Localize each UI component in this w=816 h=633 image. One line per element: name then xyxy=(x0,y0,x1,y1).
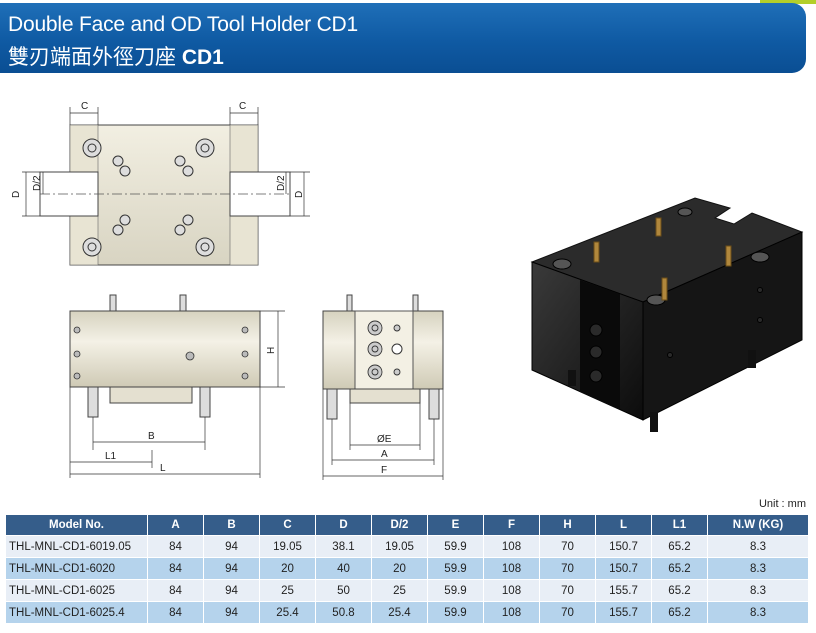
cell: 84 xyxy=(147,601,204,624)
product-render xyxy=(520,180,815,445)
front-view-drawing: H B L1 L xyxy=(50,290,300,485)
header-cell: E xyxy=(427,514,484,536)
side-view-drawing: ØE A F xyxy=(315,290,465,485)
header-cell: H xyxy=(539,514,596,536)
cell: 70 xyxy=(539,579,596,602)
cell: 59.9 xyxy=(427,557,484,580)
dim-h: H xyxy=(266,347,277,354)
dim-c-left: C xyxy=(81,101,88,112)
cell: 155.7 xyxy=(595,579,652,602)
dim-b: B xyxy=(148,431,155,442)
cell: 59.9 xyxy=(427,579,484,602)
dim-phi-e: ØE xyxy=(377,434,392,445)
cell: 20 xyxy=(259,557,316,580)
dim-c-right: C xyxy=(239,101,246,112)
title-banner: Double Face and OD Tool Holder CD1 雙刃端面外… xyxy=(0,3,806,73)
table-header-row: Model No. A B C D D/2 E F H L L1 N.W (KG… xyxy=(5,514,809,536)
cell: 70 xyxy=(539,557,596,580)
cell: 19.05 xyxy=(259,535,316,558)
spec-table: Model No. A B C D D/2 E F H L L1 N.W (KG… xyxy=(5,514,809,624)
cell: 65.2 xyxy=(651,601,708,624)
cell: 108 xyxy=(483,601,540,624)
header-cell: D xyxy=(315,514,372,536)
cell: THL-MNL-CD1-6019.05 xyxy=(5,535,148,558)
cell: 84 xyxy=(147,579,204,602)
header-cell: A xyxy=(147,514,204,536)
cell: 108 xyxy=(483,535,540,558)
dim-d-right: D xyxy=(294,191,305,198)
header-cell: L1 xyxy=(651,514,708,536)
cell: 25 xyxy=(259,579,316,602)
cell: 8.3 xyxy=(707,535,809,558)
cell: 84 xyxy=(147,535,204,558)
table-row: THL-MNL-CD1-6020 84 94 20 40 20 59.9 108… xyxy=(5,557,809,580)
dim-f: F xyxy=(381,465,387,476)
cell: 65.2 xyxy=(651,579,708,602)
cell: THL-MNL-CD1-6020 xyxy=(5,557,148,580)
cell: 94 xyxy=(203,601,260,624)
title-chinese: 雙刃端面外徑刀座 CD1 xyxy=(8,46,224,69)
cell: 108 xyxy=(483,557,540,580)
top-view-drawing: C C D D/2 D/2 D xyxy=(10,95,320,280)
header-cell: B xyxy=(203,514,260,536)
cell: 59.9 xyxy=(427,535,484,558)
cell: 70 xyxy=(539,601,596,624)
cell: 150.7 xyxy=(595,535,652,558)
cell: 65.2 xyxy=(651,535,708,558)
cell: 38.1 xyxy=(315,535,372,558)
dim-a: A xyxy=(381,449,388,460)
header-cell: L xyxy=(595,514,652,536)
table-row: THL-MNL-CD1-6025.4 84 94 25.4 50.8 25.4 … xyxy=(5,601,809,624)
cell: 155.7 xyxy=(595,601,652,624)
cell: 25.4 xyxy=(371,601,428,624)
cell: 20 xyxy=(371,557,428,580)
cell: 25.4 xyxy=(259,601,316,624)
dim-l1: L1 xyxy=(105,451,117,462)
dim-d2-left: D/2 xyxy=(32,175,43,191)
cell: 94 xyxy=(203,535,260,558)
table-row: THL-MNL-CD1-6025 84 94 25 50 25 59.9 108… xyxy=(5,579,809,602)
cell: 94 xyxy=(203,579,260,602)
title-model: CD1 xyxy=(181,46,224,69)
header-cell: C xyxy=(259,514,316,536)
cell: 94 xyxy=(203,557,260,580)
cell: 50 xyxy=(315,579,372,602)
header-cell: D/2 xyxy=(371,514,428,536)
cell: 108 xyxy=(483,579,540,602)
unit-note: Unit : mm xyxy=(758,498,806,510)
cell: 70 xyxy=(539,535,596,558)
title-english: Double Face and OD Tool Holder CD1 xyxy=(8,13,358,36)
cell: 8.3 xyxy=(707,557,809,580)
dim-l: L xyxy=(160,463,166,474)
cell: 8.3 xyxy=(707,579,809,602)
table-row: THL-MNL-CD1-6019.05 84 94 19.05 38.1 19.… xyxy=(5,535,809,558)
cell: 150.7 xyxy=(595,557,652,580)
cell: THL-MNL-CD1-6025 xyxy=(5,579,148,602)
cell: 40 xyxy=(315,557,372,580)
dim-d2-right: D/2 xyxy=(276,175,287,191)
cell: 50.8 xyxy=(315,601,372,624)
header-cell: F xyxy=(483,514,540,536)
cell: 65.2 xyxy=(651,557,708,580)
cell: THL-MNL-CD1-6025.4 xyxy=(5,601,148,624)
cell: 25 xyxy=(371,579,428,602)
cell: 59.9 xyxy=(427,601,484,624)
header-cell: Model No. xyxy=(5,514,148,536)
cell: 8.3 xyxy=(707,601,809,624)
accent-line xyxy=(760,0,816,4)
header-cell: N.W (KG) xyxy=(707,514,809,536)
cell: 19.05 xyxy=(371,535,428,558)
cell: 84 xyxy=(147,557,204,580)
dim-d-left: D xyxy=(11,191,22,198)
